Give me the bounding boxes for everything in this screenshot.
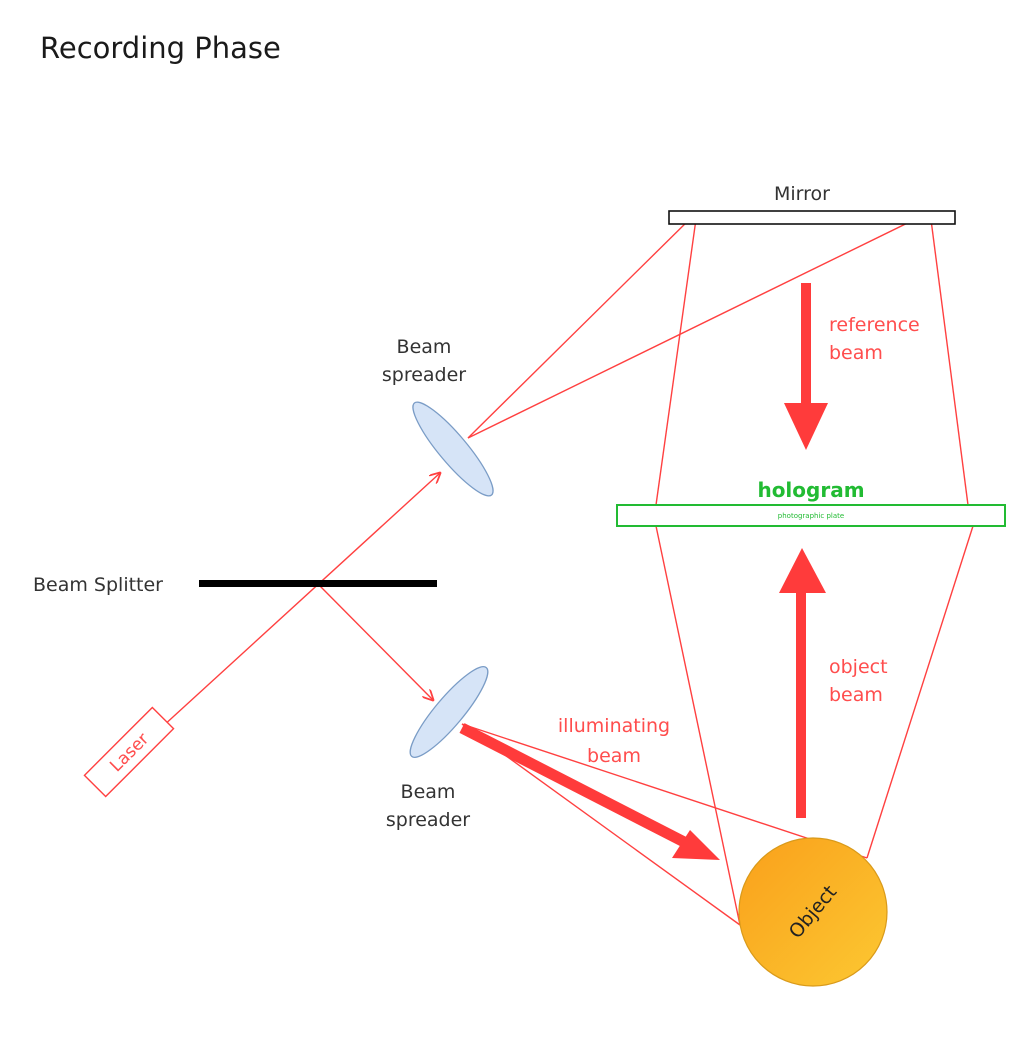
diagram-title: Recording Phase bbox=[40, 31, 281, 65]
beam-rays bbox=[161, 211, 974, 926]
photographic-plate-label: photographic plate bbox=[778, 512, 844, 520]
beam-spreader-bottom bbox=[409, 666, 489, 758]
reference-beam-label-line1: reference bbox=[829, 314, 920, 336]
object-beam-arrow bbox=[779, 548, 826, 818]
object-right-edge-ray bbox=[866, 525, 974, 859]
beam-spreader-bottom-label-line2: spreader bbox=[386, 809, 470, 831]
laser-box bbox=[83, 706, 175, 798]
laser: Laser bbox=[83, 706, 175, 798]
beam-spreader-top-label-line1: Beam bbox=[397, 336, 452, 358]
beam-spreader-bottom-label-line1: Beam bbox=[401, 781, 456, 803]
split-beam-ray bbox=[317, 583, 433, 700]
mirror bbox=[668, 210, 956, 225]
photographic-plate bbox=[616, 504, 1006, 527]
beam-spreader-top-label-line2: spreader bbox=[382, 364, 466, 386]
mirror-label: Mirror bbox=[774, 183, 830, 205]
beam-splitter-label: Beam Splitter bbox=[33, 574, 163, 596]
illuminating-beam-label-line1: illuminating bbox=[558, 715, 670, 737]
reference-beam-label-line2: beam bbox=[829, 342, 883, 364]
spreader-to-mirror-left-ray bbox=[467, 211, 698, 439]
reference-beam-arrow bbox=[784, 283, 828, 450]
object-beam-label-line1: object bbox=[829, 656, 888, 678]
beam-spreader-top bbox=[412, 401, 494, 497]
reference-right-edge-ray bbox=[929, 211, 969, 506]
beam-splitter bbox=[199, 580, 437, 587]
illuminating-beam-arrow bbox=[459, 723, 720, 860]
object-left-edge-ray bbox=[655, 525, 741, 926]
object bbox=[738, 837, 888, 987]
laser-beam-ray bbox=[161, 473, 440, 728]
illuminating-upper-ray bbox=[461, 723, 868, 859]
hologram-title: hologram bbox=[757, 478, 864, 502]
spreader-to-mirror-right-ray bbox=[467, 211, 931, 439]
illuminating-beam-label-line2: beam bbox=[587, 745, 641, 767]
reference-left-edge-ray bbox=[655, 211, 698, 506]
object-beam-label-line2: beam bbox=[829, 684, 883, 706]
